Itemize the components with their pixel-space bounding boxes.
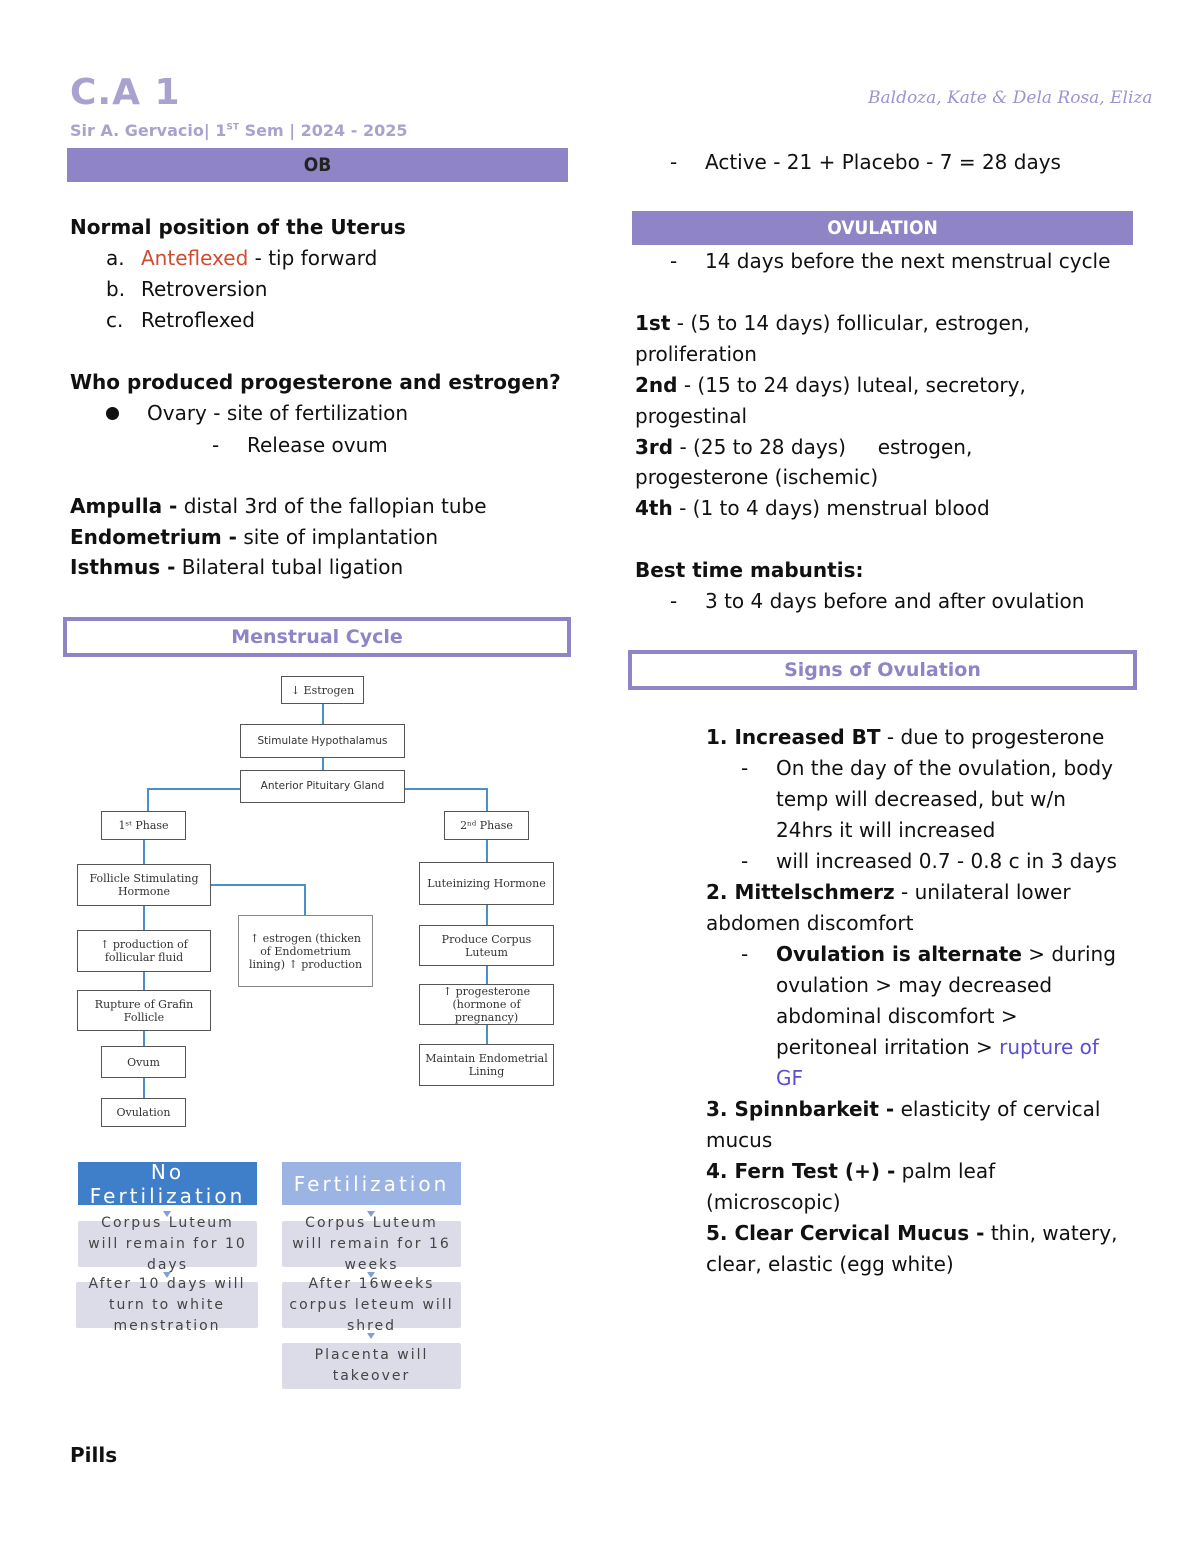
- flow-estrogen-note: ↑ estrogen (thicken of Endometrium linin…: [238, 915, 373, 987]
- connector-line: [143, 1078, 145, 1099]
- uterus-item-a: a.Anteflexed - tip forward: [106, 246, 378, 270]
- best-time-heading: Best time mabuntis:: [635, 558, 864, 582]
- sign-1-title: 1. Increased BT - due to progesterone: [706, 725, 1105, 749]
- dash-icon: -: [741, 849, 749, 873]
- flow-phase-1: 1ˢᵗ Phase: [101, 811, 186, 840]
- connector-line: [143, 1031, 145, 1047]
- flow-phase-2: 2ⁿᵈ Phase: [444, 811, 529, 840]
- connector-line: [322, 703, 324, 725]
- ob-section-bar: OB: [67, 148, 568, 182]
- sign-2-sub-cont: ovulation > may decreased: [776, 973, 1053, 997]
- best-time-note: -3 to 4 days before and after ovulation: [670, 586, 1084, 617]
- connector-line: [304, 884, 306, 916]
- term-isthmus: Isthmus - Bilateral tubal ligation: [70, 555, 404, 579]
- sign-2-sub-cont: GF: [776, 1066, 804, 1090]
- hormone-heading: Who produced progesterone and estrogen?: [70, 370, 561, 394]
- connector-line: [322, 757, 324, 771]
- phase-2-line-1: 2nd - (15 to 24 days) luteal, secretory,: [635, 373, 1026, 397]
- flow-progesterone: ↑ progesterone (hormone of pregnancy): [419, 984, 554, 1025]
- document-subtitle: Sir A. Gervacio| 1ST Sem | 2024 - 2025: [70, 121, 408, 140]
- term-endometrium: Endometrium - site of implantation: [70, 525, 439, 549]
- flow-maintain-lining: Maintain Endometrial Lining: [419, 1044, 554, 1086]
- flow-rupture: Rupture of Grafin Follicle: [77, 990, 211, 1031]
- uterus-item-b: b.Retroversion: [106, 277, 268, 301]
- sign-2-title: 2. Mittelschmerz - unilateral lower: [706, 880, 1071, 904]
- sign-1-sub-2: -will increased 0.7 - 0.8 c in 3 days: [741, 846, 1117, 877]
- down-arrow-icon: [367, 1211, 375, 1217]
- down-arrow-icon: [163, 1211, 171, 1217]
- flow-ovulation: Ovulation: [101, 1098, 186, 1127]
- flow-hypothalamus: Stimulate Hypothalamus: [240, 724, 405, 758]
- connector-line: [211, 884, 306, 886]
- ovulation-note: -14 days before the next menstrual cycle: [670, 246, 1110, 277]
- uterus-item-c: c.Retroflexed: [106, 308, 255, 332]
- ovary-sub: -Release ovum: [212, 430, 388, 461]
- phase-2-line-2: progestinal: [635, 404, 748, 428]
- sign-3-cont: mucus: [706, 1128, 773, 1152]
- no-fertilization-step-2: After 10 days will turn to white menstra…: [76, 1276, 258, 1334]
- active-placebo-line: -Active - 21 + Placebo - 7 = 28 days: [670, 147, 1061, 178]
- dash-icon: -: [670, 589, 678, 613]
- connector-line: [486, 966, 488, 984]
- connector-line: [404, 788, 488, 790]
- phase-3-line-2: progesterone (ischemic): [635, 465, 879, 489]
- sign-5-title: 5. Clear Cervical Mucus - thin, watery,: [706, 1221, 1118, 1245]
- ovulation-bar: OVULATION: [632, 211, 1133, 245]
- authors: Baldoza, Kate & Dela Rosa, Eliza: [868, 88, 1153, 108]
- term-ampulla: Ampulla - distal 3rd of the fallopian tu…: [70, 494, 487, 518]
- document-title: C.A 1: [70, 72, 181, 113]
- down-arrow-icon: [163, 1272, 171, 1278]
- flow-corpus-luteum: Produce Corpus Luteum: [419, 925, 554, 966]
- fertilization-step-1: Corpus Luteum will remain for 16 weeks: [282, 1215, 461, 1273]
- phase-4-line-1: 4th - (1 to 4 days) menstrual blood: [635, 496, 990, 520]
- connector-line: [143, 840, 145, 864]
- flow-ovum: Ovum: [101, 1046, 186, 1078]
- sign-3-title: 3. Spinnbarkeit - elasticity of cervical: [706, 1097, 1101, 1121]
- dash-icon: -: [670, 249, 678, 273]
- sign-5-cont: clear, elastic (egg white): [706, 1252, 954, 1276]
- sign-1-sub-1-cont: 24hrs it will increased: [776, 818, 996, 842]
- connector-line: [147, 788, 240, 790]
- sign-2-sub-cont: abdominal discomfort >: [776, 1004, 1018, 1028]
- sign-2-cont: abdomen discomfort: [706, 911, 914, 935]
- connector-line: [143, 972, 145, 990]
- flow-pituitary: Anterior Pituitary Gland: [240, 770, 405, 803]
- ovary-bullet: Ovary - site of fertilization: [106, 398, 408, 429]
- fertilization-step-2: After 16weeks corpus leteum will shred: [282, 1276, 461, 1334]
- fertilization-step-3: Placenta will takeover: [282, 1343, 461, 1389]
- sign-1-sub-1: -On the day of the ovulation, body: [741, 753, 1113, 784]
- dash-icon: -: [212, 433, 220, 457]
- connector-line: [486, 840, 488, 862]
- pills-heading: Pills: [70, 1443, 118, 1467]
- bullet-icon: [106, 406, 119, 420]
- menstrual-cycle-bar: Menstrual Cycle: [63, 617, 571, 657]
- down-arrow-icon: [367, 1333, 375, 1339]
- down-arrow-icon: [367, 1272, 375, 1278]
- connector-line: [486, 905, 488, 925]
- phase-1-line-2: proliferation: [635, 342, 757, 366]
- sign-1-sub-1-cont: temp will decreased, but w/n: [776, 787, 1066, 811]
- dash-icon: -: [670, 150, 678, 174]
- no-fertilization-step-1: Corpus Luteum will remain for 10 days: [78, 1215, 257, 1273]
- fertilization-header: Fertilization: [282, 1162, 461, 1205]
- flow-estrogen: ↓ Estrogen: [281, 676, 364, 704]
- phase-1-line-1: 1st - (5 to 14 days) follicular, estroge…: [635, 311, 1030, 335]
- phase-3-line-1: 3rd - (25 to 28 days) estrogen,: [635, 435, 973, 459]
- uterus-heading: Normal position of the Uterus: [70, 215, 406, 239]
- sign-2-sub: -Ovulation is alternate > during: [741, 939, 1116, 970]
- signs-of-ovulation-bar: Signs of Ovulation: [628, 650, 1137, 690]
- connector-line: [143, 906, 145, 930]
- flow-lh: Luteinizing Hormone: [419, 862, 554, 905]
- sign-4-cont: (microscopic): [706, 1190, 841, 1214]
- sign-4-title: 4. Fern Test (+) - palm leaf: [706, 1159, 996, 1183]
- no-fertilization-header: No Fertilization: [78, 1160, 257, 1208]
- flow-fsh: Follicle Stimulating Hormone: [77, 864, 211, 906]
- connector-line: [486, 788, 488, 812]
- connector-line: [486, 1025, 488, 1045]
- dash-icon: -: [741, 756, 749, 780]
- flow-follicular-fluid: ↑ production of follicular fluid: [77, 930, 211, 972]
- dash-icon: -: [741, 942, 749, 966]
- connector-line: [147, 788, 149, 812]
- sign-2-sub-cont: peritoneal irritation > rupture of: [776, 1035, 1099, 1059]
